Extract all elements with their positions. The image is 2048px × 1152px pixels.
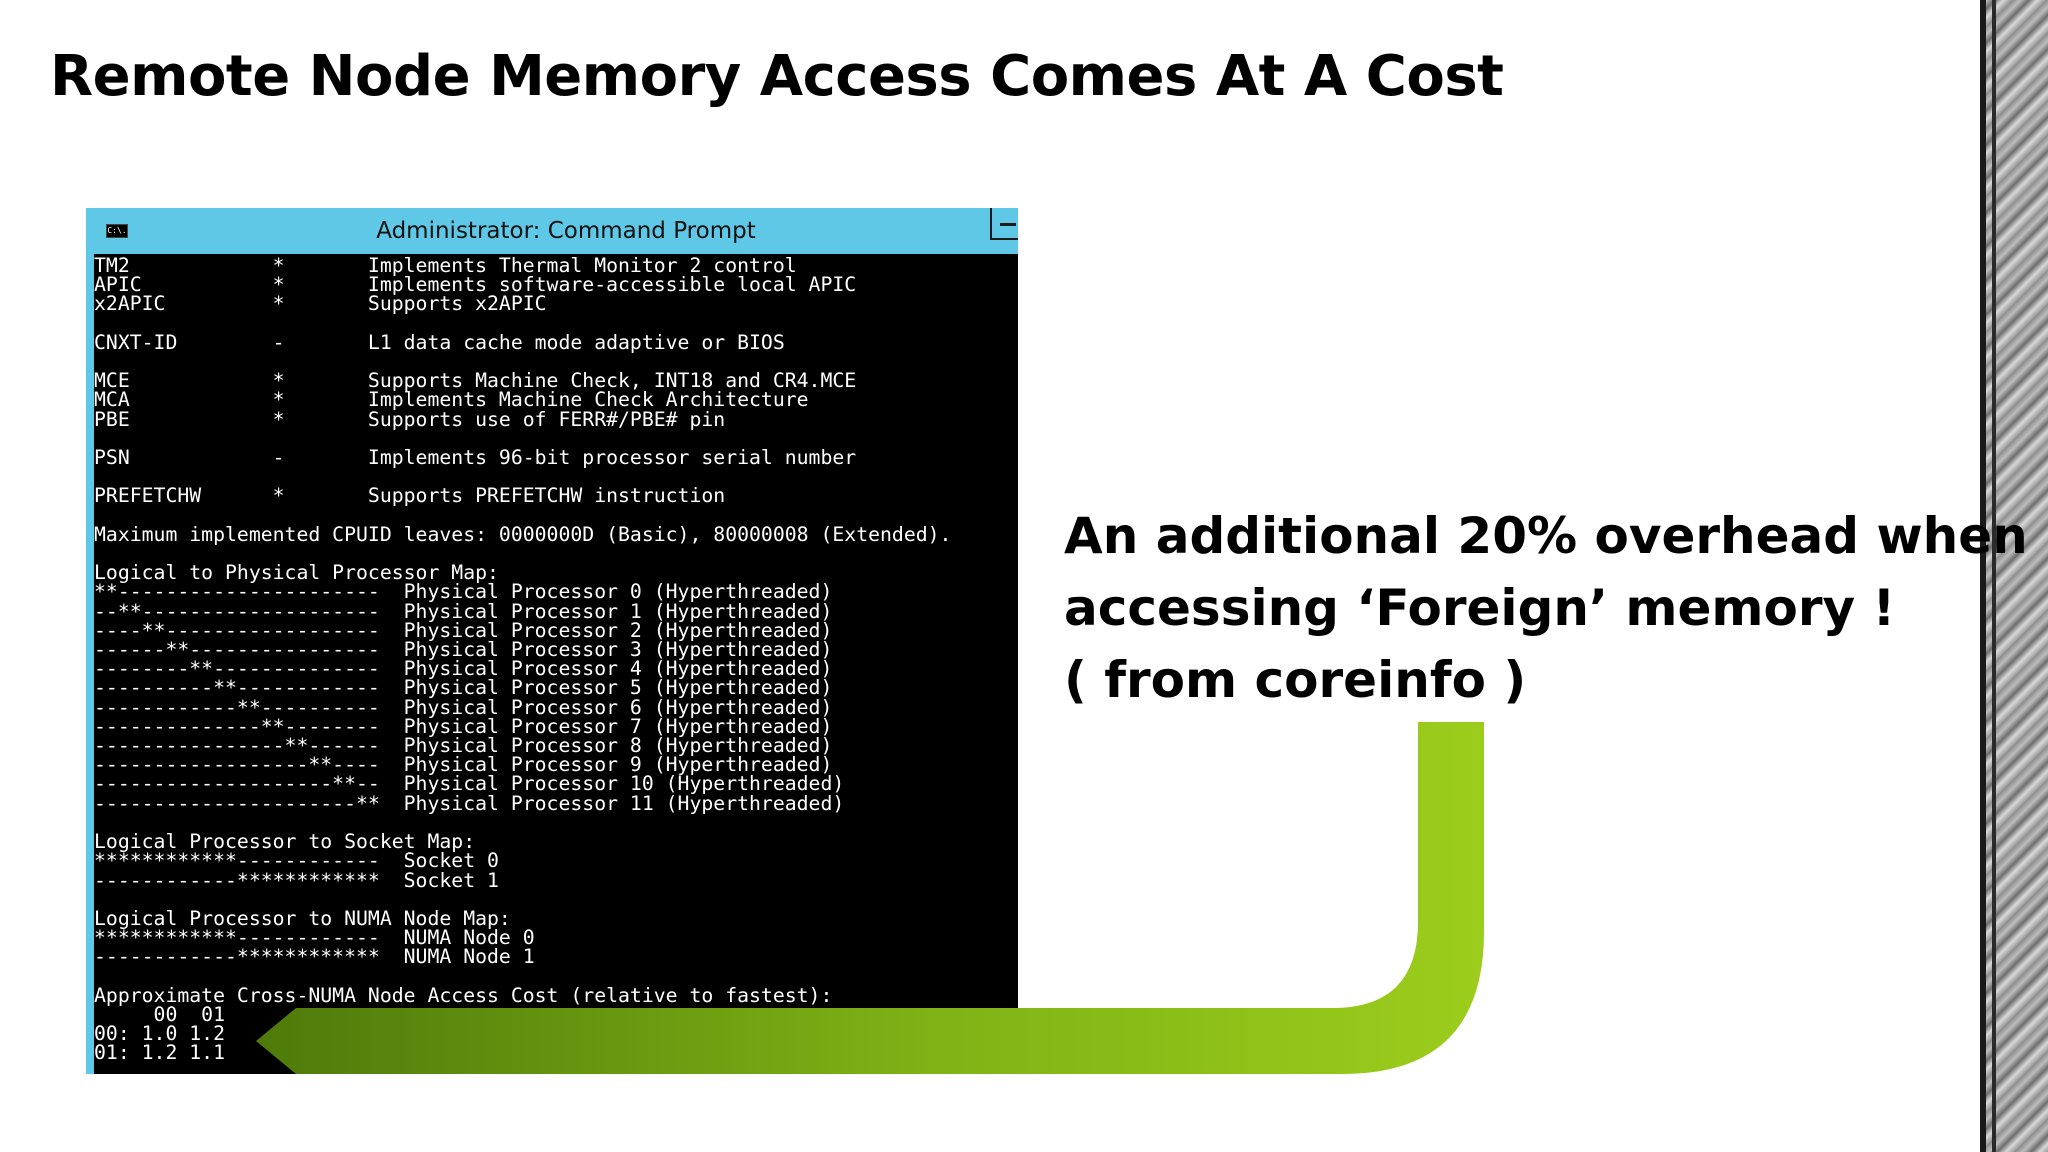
console-line: ------------************ NUMA Node 1 (94, 945, 535, 969)
minimize-button[interactable] (990, 208, 1018, 240)
console-line: 00 01 (94, 1002, 226, 1026)
console-line: PSN - Implements 96-bit processor serial… (94, 446, 857, 470)
console-line: ------**---------------- Physical Proces… (94, 638, 833, 662)
callout-line-2: accessing ‘Foreign’ memory ! (1064, 579, 1896, 637)
console-line: --**-------------------- Physical Proces… (94, 599, 833, 623)
console-line: PREFETCHW * Supports PREFETCHW instructi… (94, 484, 726, 508)
slide-title: Remote Node Memory Access Comes At A Cos… (50, 44, 1504, 109)
console-line: ------------************ Socket 1 (94, 868, 499, 892)
console-line: TM2 * Implements Thermal Monitor 2 contr… (94, 254, 797, 277)
console-line: x2APIC * Supports x2APIC (94, 292, 547, 316)
console-line: --------**-------------- Physical Proces… (94, 657, 833, 681)
console-line: CNXT-ID - L1 data cache mode adaptive or… (94, 330, 785, 354)
overhead-callout: An additional 20% overhead when accessin… (1064, 500, 2028, 716)
window-title: Administrator: Command Prompt (376, 218, 756, 244)
console-line: PBE * Supports use of FERR#/PBE# pin (94, 407, 726, 431)
console-line: ----------------------** Physical Proces… (94, 791, 845, 815)
callout-line-1: An additional 20% overhead when (1064, 507, 2028, 565)
console-line: Logical to Physical Processor Map: (94, 561, 499, 585)
command-prompt-icon[interactable]: C:\. (106, 224, 128, 238)
decorative-edge-strip (1980, 0, 2048, 1152)
console-line: ------------**---------- Physical Proces… (94, 695, 833, 719)
console-line: ----**------------------ Physical Proces… (94, 618, 833, 642)
callout-line-3: ( from coreinfo ) (1064, 651, 1527, 709)
console-line: APIC * Implements software-accessible lo… (94, 273, 857, 297)
console-line: Maximum implemented CPUID leaves: 000000… (94, 522, 952, 546)
console-line: 00: 1.0 1.2 (94, 1022, 226, 1046)
console-output[interactable]: TM2 * Implements Thermal Monitor 2 contr… (94, 254, 1018, 1063)
console-line: 01: 1.2 1.1 (94, 1041, 226, 1065)
console-line: MCA * Implements Machine Check Architect… (94, 388, 809, 412)
console-line: MCE * Supports Machine Check, INT18 and … (94, 369, 857, 393)
console-line: ----------**------------ Physical Proces… (94, 676, 833, 700)
window-titlebar[interactable]: C:\. Administrator: Command Prompt (94, 208, 1018, 254)
command-prompt-window[interactable]: C:\. Administrator: Command Prompt TM2 *… (86, 208, 1018, 1074)
console-line: **---------------------- Physical Proces… (94, 580, 833, 604)
